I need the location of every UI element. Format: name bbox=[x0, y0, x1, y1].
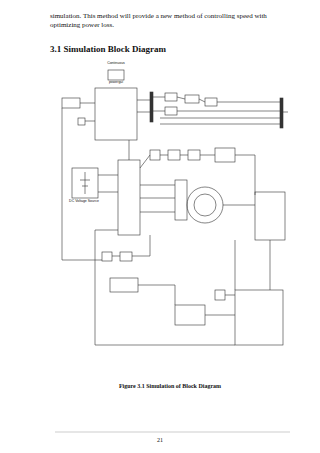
powergui-block bbox=[108, 70, 124, 80]
source-block bbox=[62, 98, 80, 108]
display-block bbox=[205, 98, 217, 106]
gain-block bbox=[102, 252, 112, 261]
section-heading: 3.1 Simulation Block Diagram bbox=[50, 43, 290, 55]
figure-caption: Figure 3.1 Simulation of Block Diagram bbox=[60, 382, 280, 390]
gain-block bbox=[188, 150, 200, 160]
dc-source-block bbox=[72, 168, 98, 198]
math-block bbox=[185, 95, 199, 103]
scope-block bbox=[175, 305, 205, 325]
body-text: simulation. This method will provide a n… bbox=[50, 12, 295, 31]
bus-bar bbox=[280, 98, 283, 128]
bus-bar bbox=[150, 92, 153, 122]
page-number: 21 bbox=[140, 436, 180, 444]
motor-symbol bbox=[187, 187, 223, 223]
pi-block bbox=[168, 150, 180, 160]
sum-block bbox=[150, 150, 160, 160]
block-label: powergui bbox=[104, 81, 128, 85]
bridge-block bbox=[118, 160, 140, 235]
control-block bbox=[215, 148, 235, 162]
breaker-block bbox=[110, 278, 138, 292]
display-block bbox=[215, 290, 225, 300]
subsystem-block bbox=[255, 192, 285, 240]
subsystem-block bbox=[95, 88, 137, 140]
measurement-block bbox=[175, 180, 187, 220]
gain-block bbox=[165, 107, 177, 115]
footer-rule bbox=[55, 432, 290, 433]
block-label: Continuous bbox=[104, 62, 128, 66]
subsystem-block bbox=[235, 290, 283, 345]
product-block bbox=[120, 252, 132, 261]
gain-block bbox=[165, 93, 177, 101]
constant-block bbox=[78, 118, 85, 125]
block-label: DC Voltage Source bbox=[64, 200, 104, 204]
